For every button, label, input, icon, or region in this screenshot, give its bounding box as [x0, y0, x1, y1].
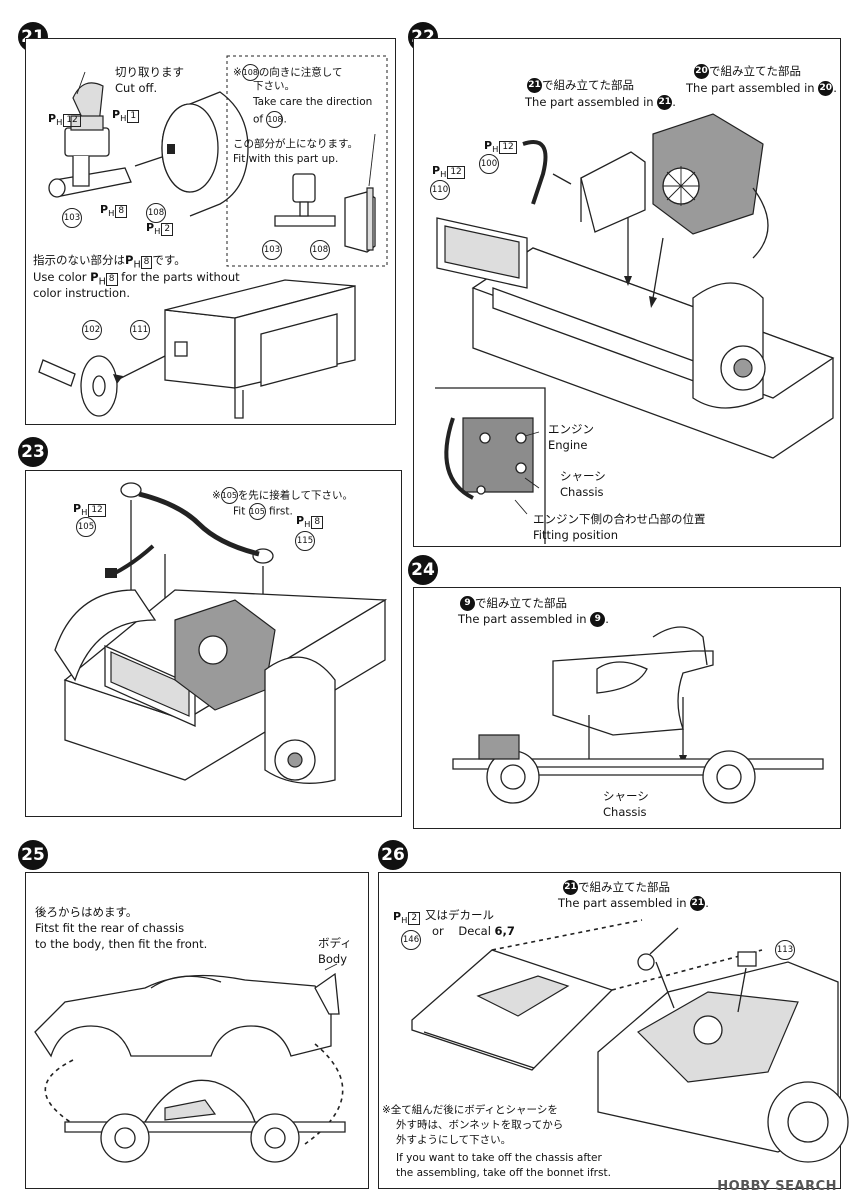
- fit-rear-en-2: to the body, then fit the front.: [35, 937, 208, 951]
- part-number-103-detail: 103: [262, 240, 282, 260]
- color-note-en-2: color instruction.: [33, 286, 130, 300]
- step-23-badge: 23: [18, 437, 48, 467]
- ref9-en: The part assembled in 9.: [458, 612, 609, 627]
- step-number: 25: [21, 845, 45, 865]
- part-number-100: 100: [479, 154, 499, 174]
- takeoff-note-jp-2: 外す時は、ボンネットを取ってから: [396, 1119, 564, 1131]
- decal-jp: 又はデカール: [425, 908, 494, 922]
- step-22-drawing: [435, 113, 835, 544]
- step-25-drawing: [34, 963, 346, 1163]
- step-number: 24: [411, 560, 435, 580]
- ref21-s26-jp: 21で組み立てた部品: [563, 880, 670, 895]
- direction-note-en: Take care the direction: [253, 96, 373, 108]
- takeoff-note-jp-1: ※全て組んだ後にボディとシャーシを: [382, 1104, 558, 1116]
- takeoff-note-en-1: If you want to take off the chassis afte…: [396, 1152, 602, 1164]
- fit-first-jp: ※105を先に接着して下さい。: [212, 487, 353, 504]
- part-number-102: 102: [82, 320, 102, 340]
- fit-label-jp: エンジン下側の合わせ凸部の位置: [533, 512, 706, 526]
- takeoff-note-en-2: the assembling, take off the bonnet ifrs…: [396, 1167, 611, 1179]
- up-note-jp: この部分が上になります。: [233, 138, 358, 150]
- part-number-110: 110: [430, 180, 450, 200]
- decal-en: or Decal 6,7: [432, 924, 515, 938]
- chassis24-en: Chassis: [603, 805, 647, 819]
- fit-first-en: Fit 105 first.: [233, 503, 293, 520]
- engine-label-jp: エンジン: [548, 422, 594, 436]
- step-number: 26: [381, 845, 405, 865]
- step-26-drawing: [411, 919, 849, 1163]
- step-24-drawing: [452, 626, 824, 804]
- step-24-badge: 24: [408, 555, 438, 585]
- part-number-111: 111: [130, 320, 150, 340]
- step-21-drawing: [38, 55, 388, 419]
- ref20-jp: 20で組み立てた部品: [694, 64, 801, 79]
- part-number-146: 146: [401, 930, 421, 950]
- part-number-108-detail: 108: [310, 240, 330, 260]
- part-number-108: 108: [146, 203, 166, 223]
- chassis-label-en: Chassis: [560, 485, 604, 499]
- fit-rear-jp: 後ろからはめます。: [35, 905, 138, 919]
- direction-note-en-2: of 108.: [253, 111, 287, 128]
- direction-note-jp-2: 下さい。: [253, 80, 295, 92]
- part-number-115: 115: [295, 531, 315, 551]
- ref21-s26-en: The part assembled in 21.: [558, 896, 709, 911]
- body-label-jp: ボディ: [318, 936, 352, 950]
- part-number-103: 103: [62, 208, 82, 228]
- fit-label-en: Fitting position: [533, 528, 618, 542]
- ref21-en: The part assembled in 21.: [525, 95, 676, 110]
- cutoff-jp: 切り取ります: [115, 65, 184, 79]
- step-25-badge: 25: [18, 840, 48, 870]
- chassis24-jp: シャーシ: [603, 789, 649, 803]
- takeoff-note-jp-3: 外すようにして下さい。: [396, 1134, 512, 1146]
- cutoff-en: Cut off.: [115, 81, 158, 95]
- watermark: HOBBY SEARCH: [717, 1179, 837, 1194]
- part-number-105: 105: [76, 517, 96, 537]
- body-label-en: Body: [318, 952, 348, 966]
- fit-rear-en-1: Fitst fit the rear of chassis: [35, 921, 185, 935]
- ref20-en: The part assembled in 20.: [686, 81, 837, 96]
- chassis-label-jp: シャーシ: [560, 469, 606, 483]
- direction-note-jp: ※108の向きに注意して: [233, 64, 343, 81]
- step-23-drawing: [54, 482, 388, 784]
- up-note-en: Fit with this part up.: [233, 153, 339, 165]
- step-number: 23: [21, 442, 45, 462]
- engine-label-en: Engine: [548, 438, 588, 452]
- ref21-jp: 21で組み立てた部品: [527, 78, 634, 93]
- part-number-113: 113: [775, 940, 795, 960]
- step-26-badge: 26: [378, 840, 408, 870]
